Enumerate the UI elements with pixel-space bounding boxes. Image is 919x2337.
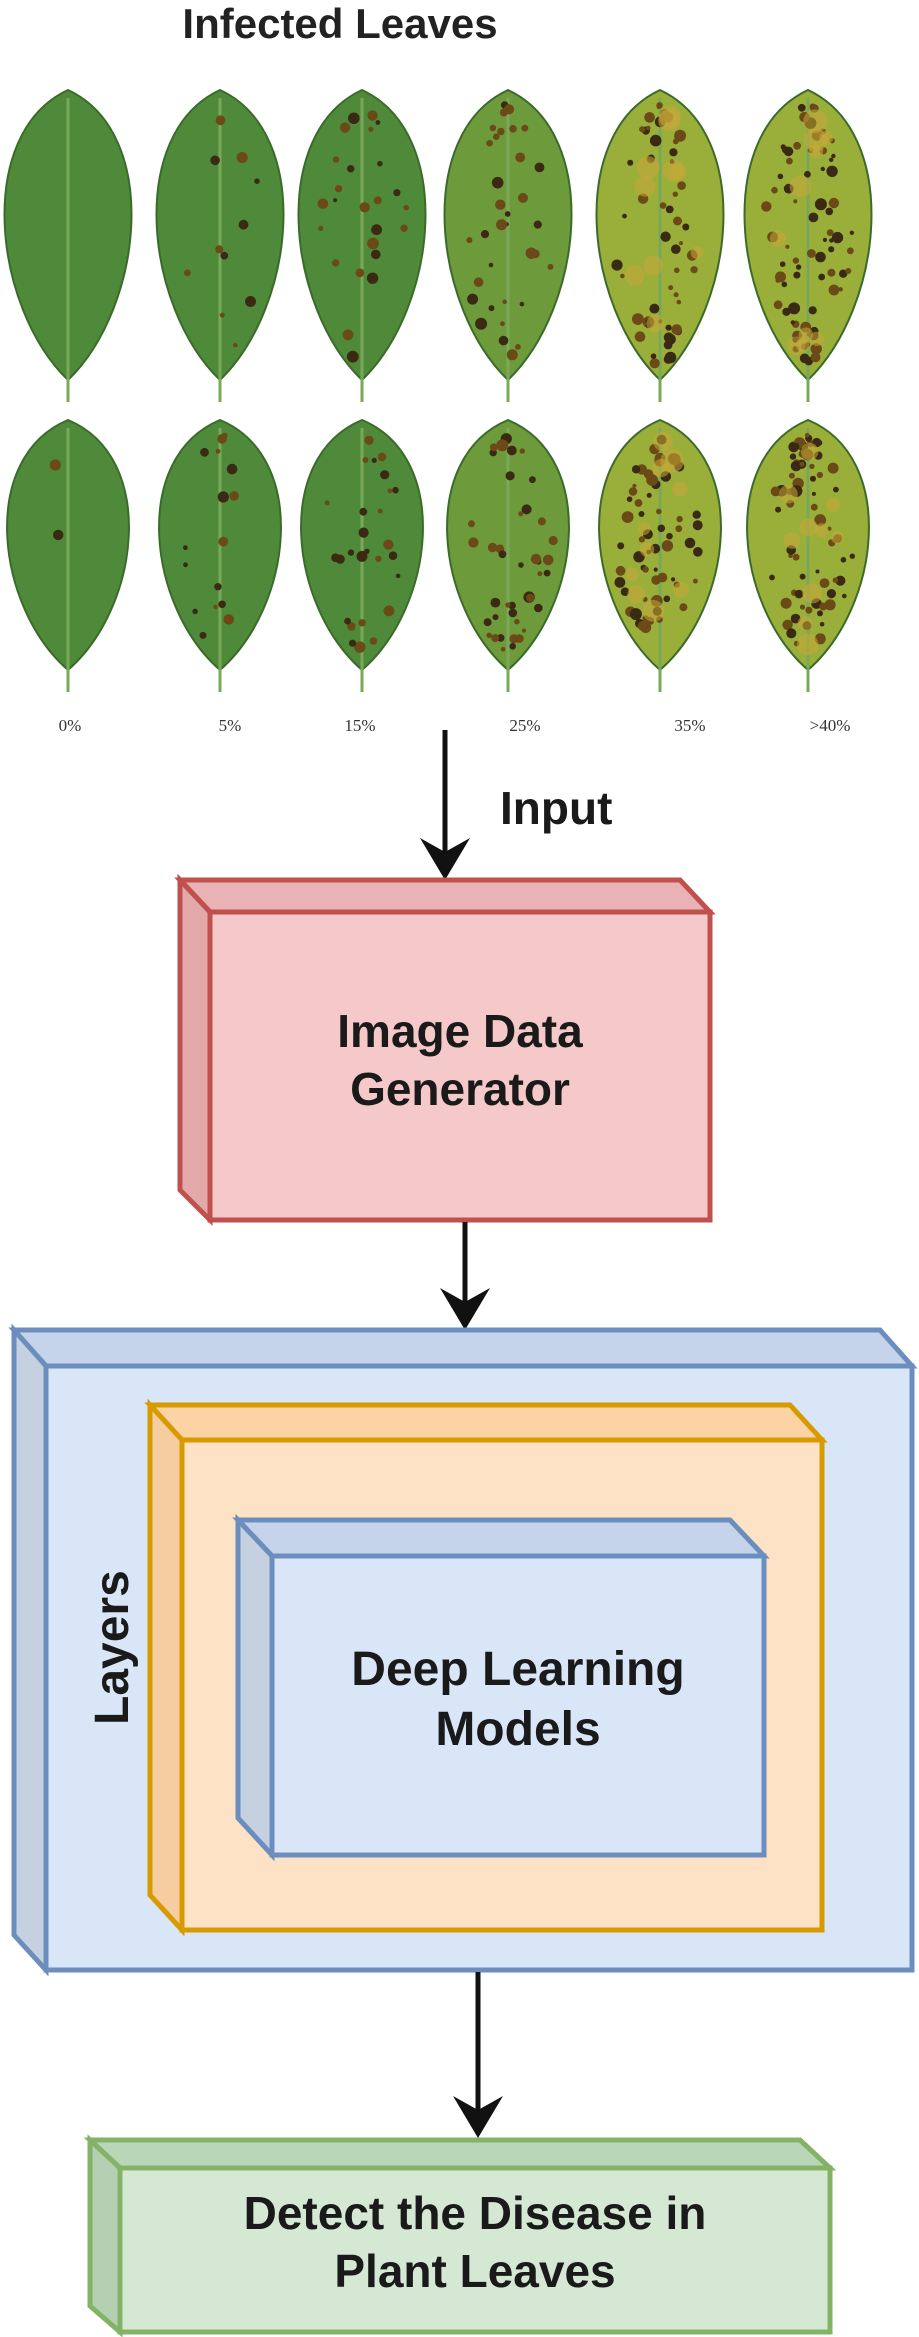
layers-to-output-arrow <box>453 1972 503 2138</box>
severity-label-35: 35% <box>674 716 706 735</box>
generator-label: Image Data Generator <box>210 1003 710 1118</box>
severity-label-0: 0% <box>58 716 82 735</box>
severity-label-25: 25% <box>509 716 541 735</box>
generator-to-layers-arrow <box>440 1222 490 1330</box>
leaf-top-3 <box>443 88 573 402</box>
image-data-generator-box <box>174 873 716 1227</box>
models-label-line2: Models <box>435 1703 601 1756</box>
output-label-line2: Plant Leaves <box>334 2244 616 2297</box>
diagram-title: Infected Leaves <box>182 0 498 47</box>
leaf-bottom-0 <box>6 418 130 692</box>
output-label: Detect the Disease in Plant Leaves <box>120 2185 830 2300</box>
models-label: Deep Learning Models <box>272 1640 764 1760</box>
input-label: Input <box>500 782 613 834</box>
layers-label: Layers <box>86 1570 139 1725</box>
leaf-bottom-3 <box>446 418 570 692</box>
output-box <box>83 2134 837 2337</box>
generator-label-line2: Generator <box>350 1062 570 1115</box>
severity-label-5: 5% <box>218 716 242 735</box>
input-arrow <box>420 730 470 880</box>
generator-label-line1: Image Data <box>337 1005 583 1057</box>
leaf-top-5 <box>743 88 873 402</box>
leaf-top-1 <box>155 88 285 402</box>
leaf-bottom-5 <box>746 418 870 692</box>
leaf-top-0 <box>3 88 133 402</box>
severity-label-15: 15% <box>344 716 376 735</box>
output-label-line1: Detect the Disease in <box>243 2187 707 2239</box>
leaf-top-4 <box>595 88 725 402</box>
models-label-line1: Deep Learning <box>351 1643 685 1696</box>
leaf-bottom-2 <box>300 418 424 692</box>
leaf-top-2 <box>297 88 427 402</box>
deep-learning-models-box <box>232 1513 770 1862</box>
leaf-bottom-4 <box>598 418 722 692</box>
leaf-bottom-1 <box>158 418 282 692</box>
leaves-figure <box>3 88 873 692</box>
severity-label-40: >40% <box>809 716 851 735</box>
